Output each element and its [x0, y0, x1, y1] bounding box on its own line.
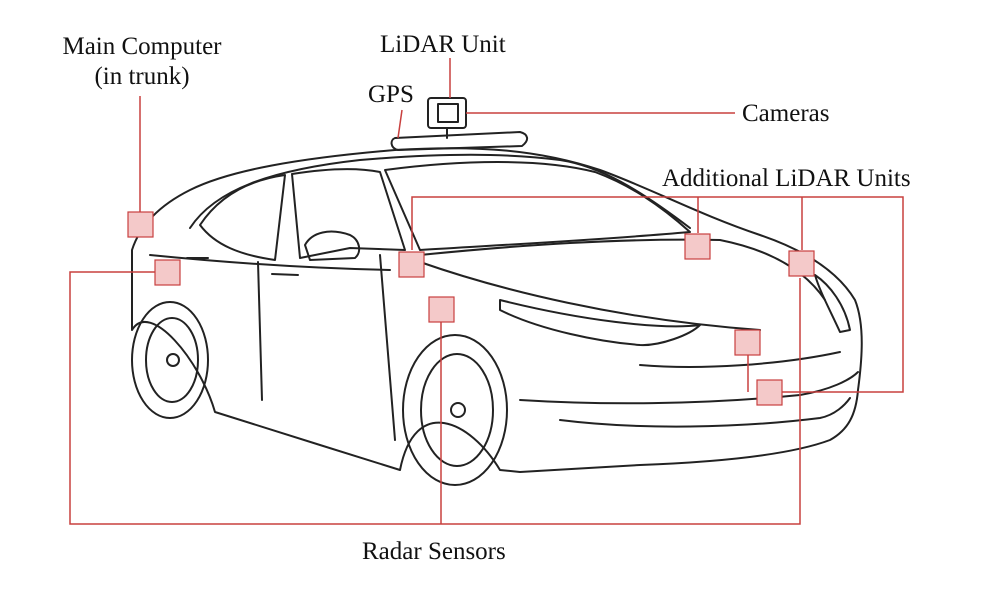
car-body-outline: [131, 147, 863, 473]
car-rear-rim: [145, 317, 199, 403]
lidar-marker-windshield: [398, 251, 425, 278]
car-hood-crease: [419, 261, 761, 331]
car-front-hub: [450, 402, 466, 418]
radar-marker-front-right: [788, 250, 815, 277]
car-rear-window: [199, 174, 286, 261]
car-rear-hub: [166, 353, 180, 367]
lidar-marker-bumper: [734, 329, 761, 356]
lidar-unit-lens: [437, 103, 459, 123]
car-roof-rack: [390, 131, 528, 151]
car-lower-grille: [559, 397, 851, 428]
car-door-line: [257, 261, 263, 401]
radar-bracket: [69, 271, 801, 525]
car-bumper: [519, 371, 859, 405]
radar-marker-front-fender: [428, 296, 455, 323]
car-front-wheel: [402, 334, 508, 486]
car-headlight: [499, 299, 701, 347]
car-side-mirror: [304, 230, 361, 261]
lidar-marker-hood: [684, 233, 711, 260]
car-front-fascia: [639, 351, 841, 368]
lidar-unit-label: LiDAR Unit: [380, 31, 506, 58]
lidar-marker-lower: [756, 379, 783, 406]
radar-marker-rear: [154, 259, 181, 286]
car-door-handle-front: [271, 273, 299, 276]
additional-lidar-label: Additional LiDAR Units: [662, 165, 911, 192]
car-front-side-window: [291, 168, 406, 259]
car-door-line-2: [379, 254, 396, 441]
car-windshield: [384, 161, 691, 251]
radar-sensors-label: Radar Sensors: [362, 538, 506, 565]
main-computer-marker: [127, 211, 154, 238]
main-computer-label-line2: (in trunk): [94, 63, 190, 90]
car-front-rim: [420, 353, 494, 467]
gps-label: GPS: [368, 81, 414, 108]
main-computer-label-line1: Main Computer: [62, 33, 222, 60]
gps-leader: [397, 109, 403, 139]
main-computer-label: Main Computer (in trunk): [52, 32, 232, 92]
car-right-headlight: [814, 274, 851, 333]
car-rear-wheel: [131, 301, 209, 419]
car-side-crease: [149, 254, 391, 271]
cameras-label: Cameras: [742, 100, 830, 127]
additional-lidar-bracket: [411, 196, 904, 393]
